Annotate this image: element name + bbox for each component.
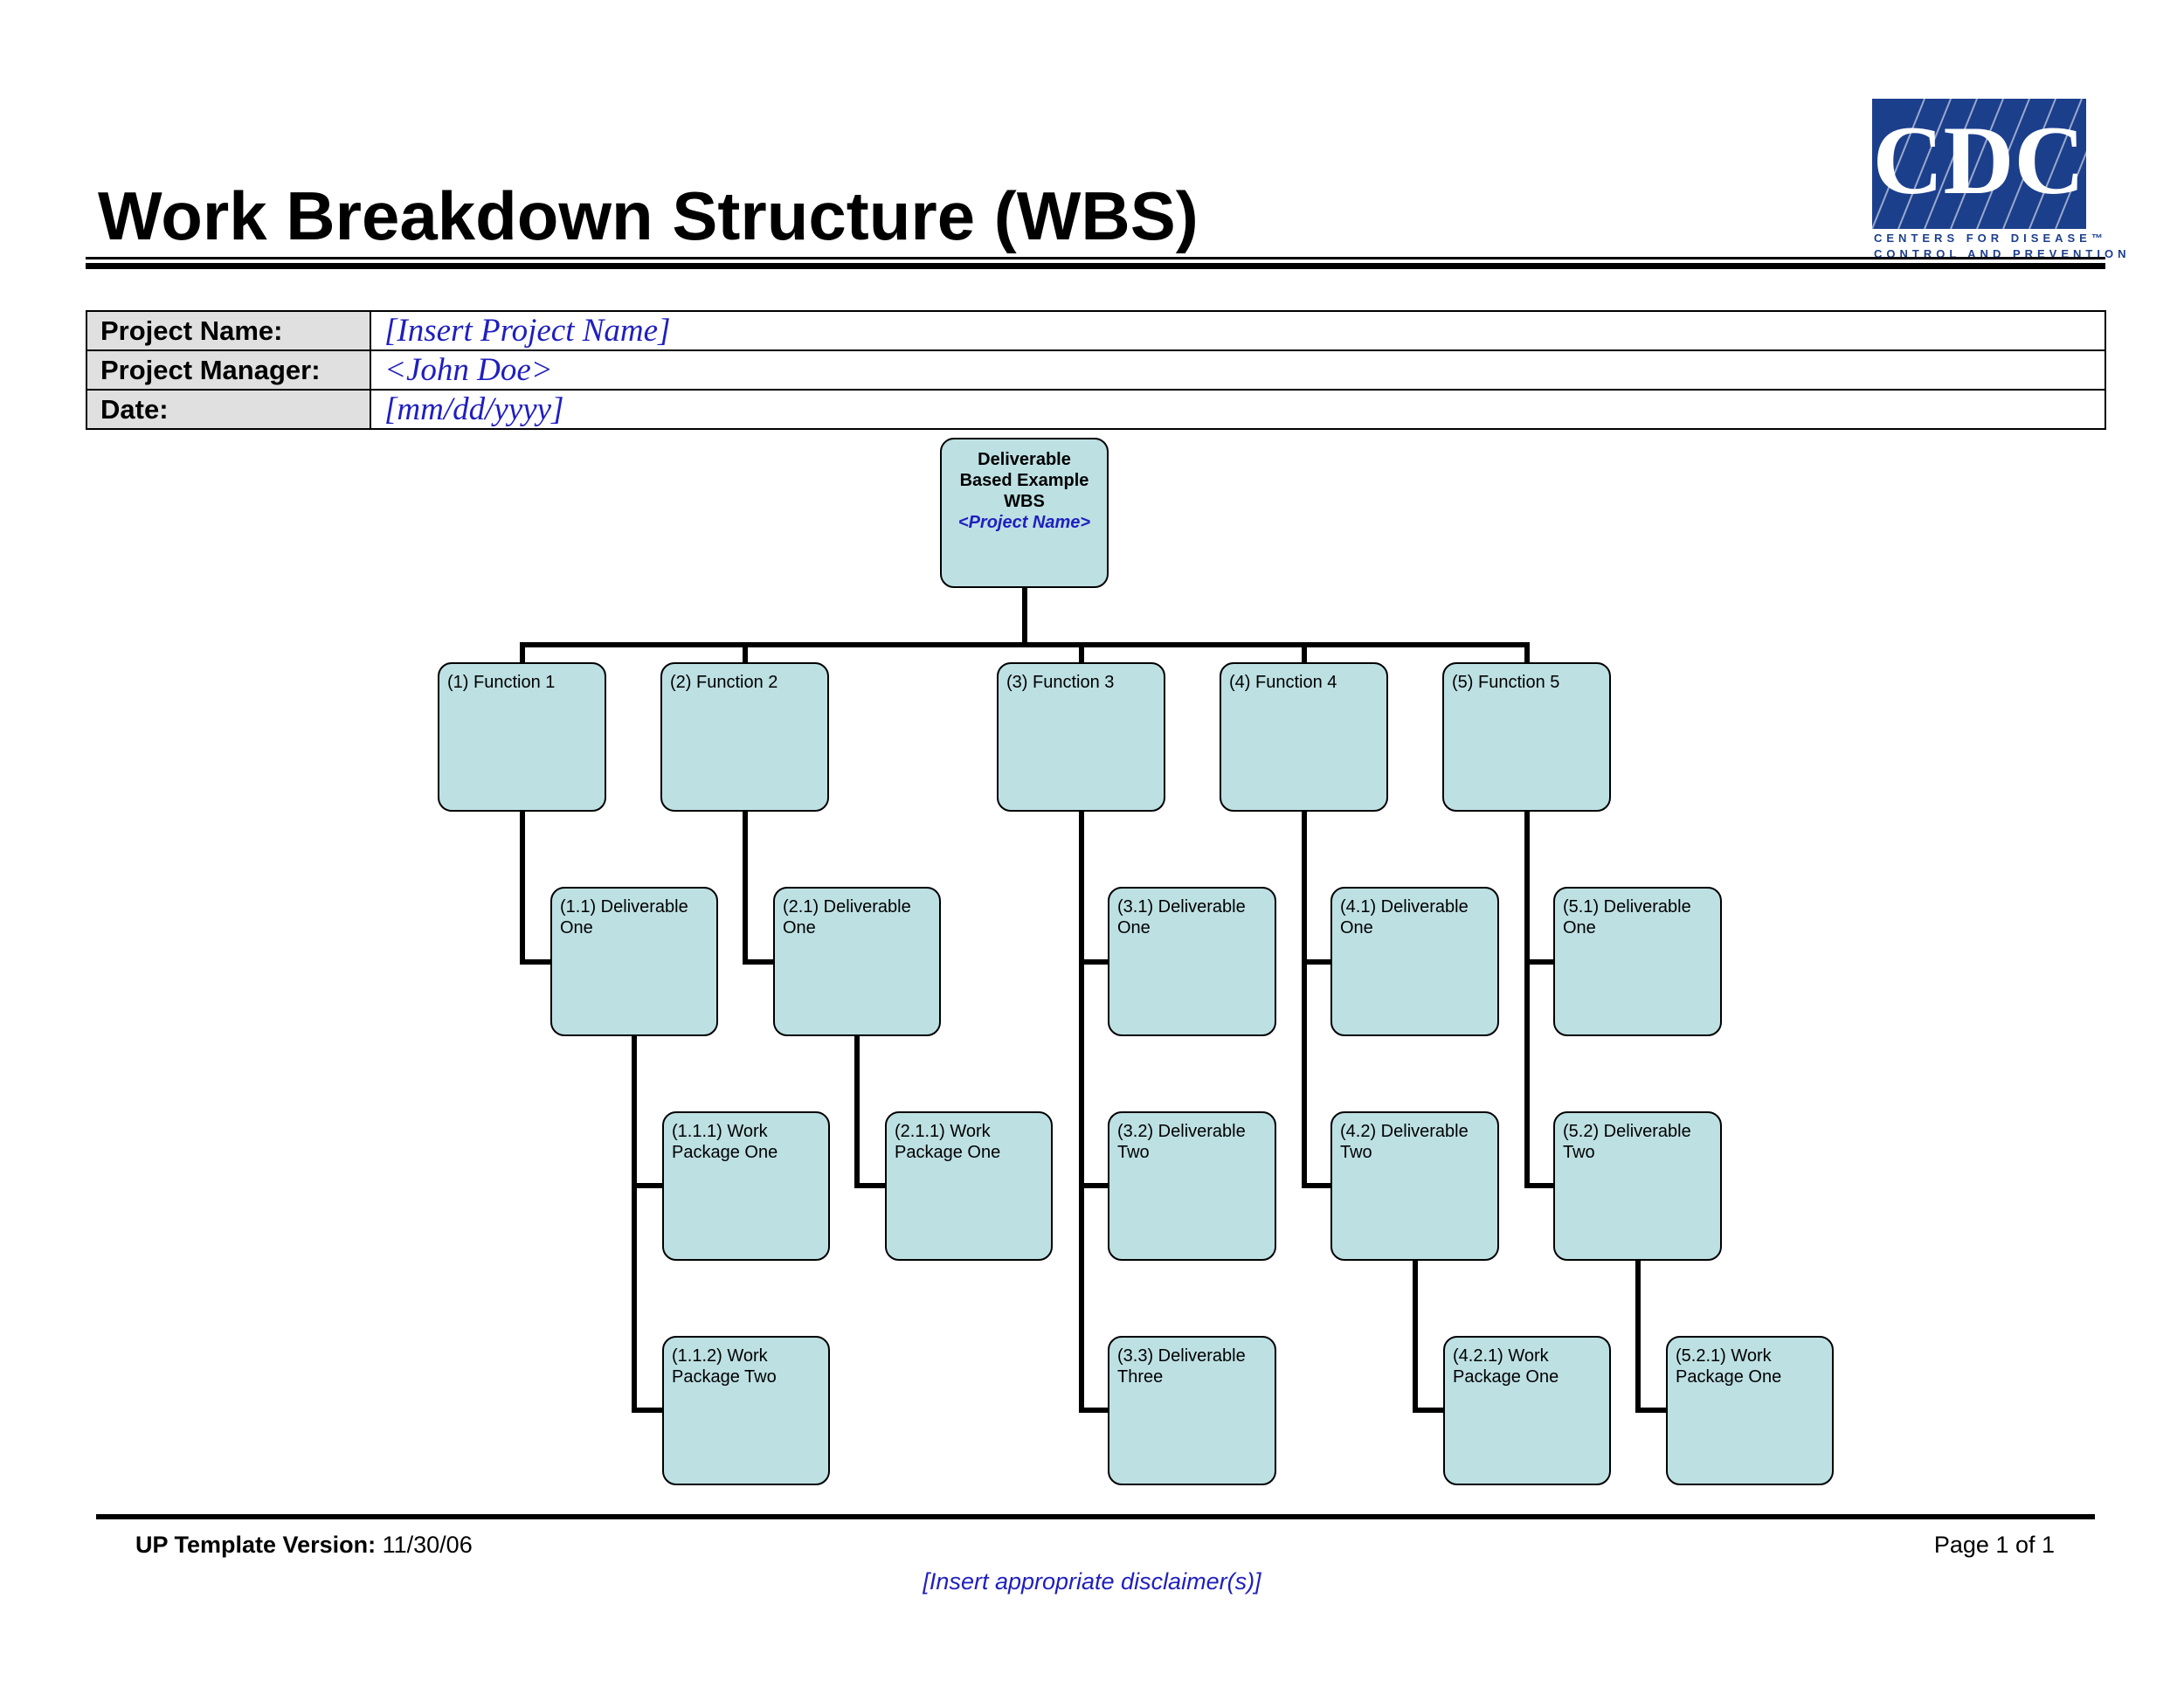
connector-d11-stem — [632, 1034, 665, 1413]
deliverable-node-1-1: (1.1) Deliverable One — [550, 887, 718, 1036]
project-name-label: Project Name: — [86, 310, 371, 351]
connector-d42-wp421 — [1413, 1258, 1446, 1413]
deliverable-node-4-2: (4.2) Deliverable Two — [1330, 1111, 1499, 1261]
function-node-4: (4) Function 4 — [1220, 662, 1388, 812]
template-version: UP Template Version: 11/30/06 — [135, 1532, 473, 1559]
connector-d52-wp521 — [1635, 1258, 1669, 1413]
project-name-value: [Insert Project Name] — [370, 310, 2106, 351]
connector-f1-d11 — [520, 809, 553, 965]
connector-f3-stem — [1079, 809, 1110, 1413]
function-node-2: (2) Function 2 — [660, 662, 829, 812]
deliverable-node-2-1: (2.1) Deliverable One — [773, 887, 941, 1036]
work-package-node-5-2-1: (5.2.1) Work Package One — [1666, 1336, 1834, 1485]
wbs-root-node: Deliverable Based Example WBS <Project N… — [940, 438, 1109, 588]
project-manager-row: Project Manager: <John Doe> — [86, 349, 2106, 391]
deliverable-node-4-1: (4.1) Deliverable One — [1330, 887, 1499, 1036]
work-package-node-4-2-1: (4.2.1) Work Package One — [1443, 1336, 1611, 1485]
project-name-row: Project Name: [Insert Project Name] — [86, 310, 2106, 351]
connector-f2-d21 — [743, 809, 776, 965]
deliverable-node-3-3: (3.3) Deliverable Three — [1108, 1336, 1276, 1485]
cdc-logo: CDC — [1872, 99, 2086, 229]
root-line-1: Deliverable — [978, 450, 1071, 469]
page-title: Work Breakdown Structure (WBS) — [98, 177, 1199, 254]
connector-d21-wp211 — [854, 1034, 888, 1188]
template-version-value: 11/30/06 — [382, 1532, 473, 1558]
connector-f5-stem — [1524, 809, 1556, 1188]
footer-rule — [96, 1514, 2095, 1519]
page-number: Page 1 of 1 — [1933, 1532, 2055, 1558]
header-rule-thin — [86, 257, 2105, 259]
date-row: Date: [mm/dd/yyyy] — [86, 389, 2106, 430]
logo-line-1: CENTERS FOR DISEASE™ — [1874, 232, 2107, 245]
cdc-wordmark: CDC — [1873, 107, 2085, 215]
root-project-name: <Project Name> — [957, 513, 1091, 532]
date-value: [mm/dd/yyyy] — [370, 389, 2106, 430]
disclaimer: [Insert appropriate disclaimer(s)] — [923, 1568, 1261, 1595]
deliverable-node-3-2: (3.2) Deliverable Two — [1108, 1111, 1276, 1261]
date-label: Date: — [86, 389, 371, 430]
root-line-2: Based Example — [959, 471, 1089, 490]
deliverable-node-5-1: (5.1) Deliverable One — [1553, 887, 1722, 1036]
deliverable-node-5-2: (5.2) Deliverable Two — [1553, 1111, 1722, 1261]
connector-f4-stem — [1302, 809, 1333, 1188]
work-package-node-1-1-1: (1.1.1) Work Package One — [662, 1111, 830, 1261]
root-line-3: WBS — [1004, 492, 1045, 511]
project-manager-value: <John Doe> — [370, 349, 2106, 391]
function-node-1: (1) Function 1 — [438, 662, 606, 812]
work-package-node-2-1-1: (2.1.1) Work Package One — [885, 1111, 1053, 1261]
work-package-node-1-1-2: (1.1.2) Work Package Two — [662, 1336, 830, 1485]
function-node-5: (5) Function 5 — [1442, 662, 1611, 812]
project-info-table: Project Name: [Insert Project Name] Proj… — [86, 310, 2106, 430]
function-node-3: (3) Function 3 — [997, 662, 1165, 812]
deliverable-node-3-1: (3.1) Deliverable One — [1108, 887, 1276, 1036]
header-rule-thick — [86, 263, 2105, 269]
template-version-label: UP Template Version: — [135, 1532, 377, 1558]
cdc-logo-mark: CDC — [1872, 99, 2086, 229]
project-manager-label: Project Manager: — [86, 349, 371, 391]
